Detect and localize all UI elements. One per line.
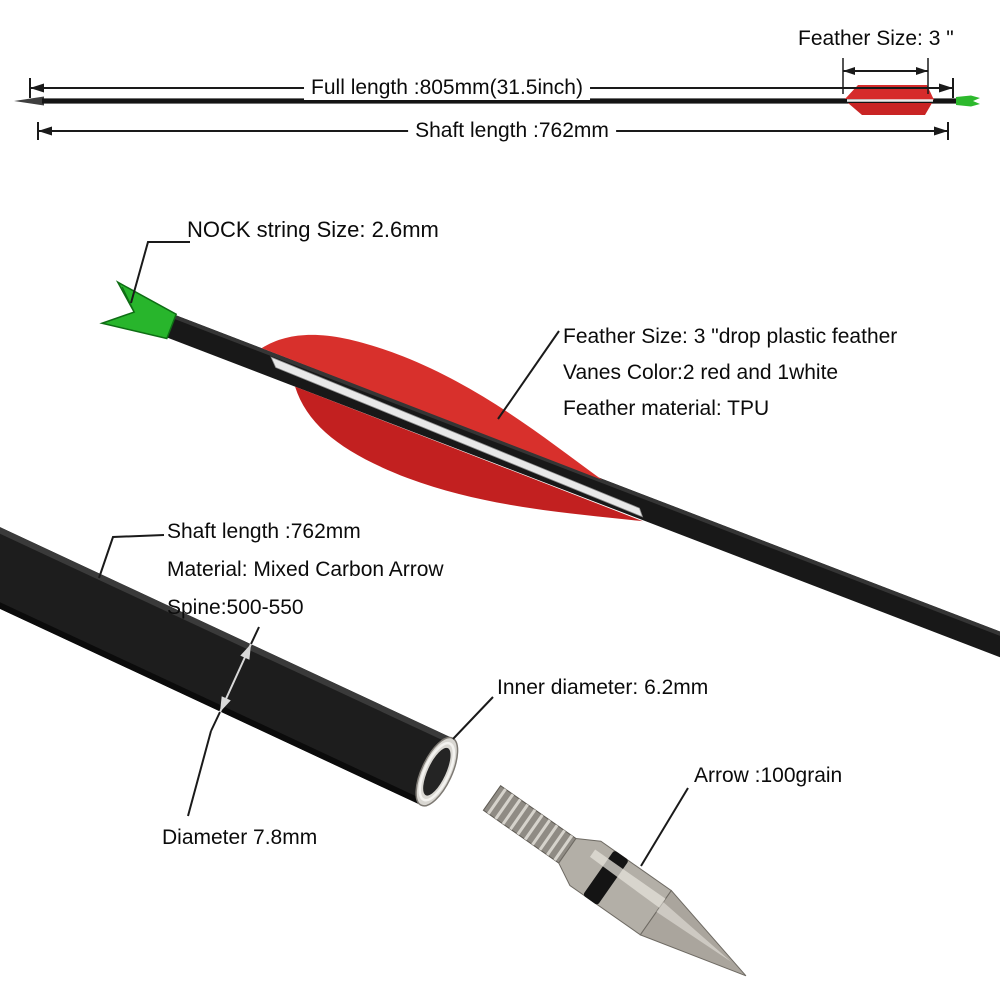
white-vane-edge	[270, 356, 644, 518]
point-o-ring	[583, 851, 628, 905]
inner-diameter-leader-line	[452, 696, 494, 740]
arrow-tip-small	[14, 96, 44, 106]
shaft-material-spec: Material: Mixed Carbon Arrow	[167, 558, 444, 581]
shaft-end-bore	[423, 747, 451, 796]
shaft-length-spec: Shaft length :762mm	[167, 520, 361, 543]
point-weight-label: Arrow :100grain	[694, 764, 843, 787]
diameter-connector-line	[187, 730, 212, 817]
feather-material-spec: Feather material: TPU	[563, 397, 770, 420]
full-length-label: Full length :805mm(31.5inch)	[304, 76, 590, 100]
point-body-highlight	[589, 849, 666, 908]
red-vane-upper	[261, 334, 603, 480]
shaft-spine-spec: Spine:500-550	[167, 596, 304, 619]
shaft-tube-highlight	[0, 494, 454, 745]
closeup-shaft-highlight	[165, 311, 1000, 660]
feather-size-dimension	[842, 58, 929, 94]
shaft-spec-block: Shaft length :762mm Material: Mixed Carb…	[167, 513, 444, 627]
shaft-tube-shadow	[0, 555, 425, 806]
leader-lines	[98, 241, 689, 867]
inner-diameter-label: Inner diameter: 6.2mm	[497, 676, 709, 699]
vane-small-lower	[848, 103, 932, 115]
nock-closeup	[99, 280, 178, 340]
shaft-end-rim-inner-highlight	[418, 741, 456, 802]
point-leader-line	[640, 787, 689, 867]
feather-leader-line	[497, 330, 560, 420]
shaft-closeup-graphic	[0, 494, 459, 807]
arrow-shaft-small	[42, 98, 960, 104]
feather-spec-block: Feather Size: 3 "drop plastic feather Va…	[563, 319, 897, 427]
feather-vanes-color-spec: Vanes Color:2 red and 1white	[563, 361, 839, 384]
outer-diameter-label: Diameter 7.8mm	[162, 826, 318, 849]
shaft-tube	[0, 494, 454, 806]
diameter-measure	[187, 626, 260, 817]
point-graphic	[482, 785, 747, 977]
point-cone-highlight	[656, 902, 732, 962]
nock-small	[956, 95, 980, 107]
feather-size-spec: Feather Size: 3 "drop plastic feather	[563, 325, 898, 348]
nock-leader-line	[130, 241, 190, 304]
nock-size-label: NOCK string Size: 2.6mm	[187, 217, 439, 242]
shaft-length-top-label: Shaft length :762mm	[408, 119, 616, 143]
shaft-leader-line	[98, 534, 165, 579]
feather-size-top-label: Feather Size: 3 "	[798, 27, 954, 50]
nock-notch-shadow	[121, 286, 135, 313]
point-thread-ridges	[487, 788, 574, 862]
